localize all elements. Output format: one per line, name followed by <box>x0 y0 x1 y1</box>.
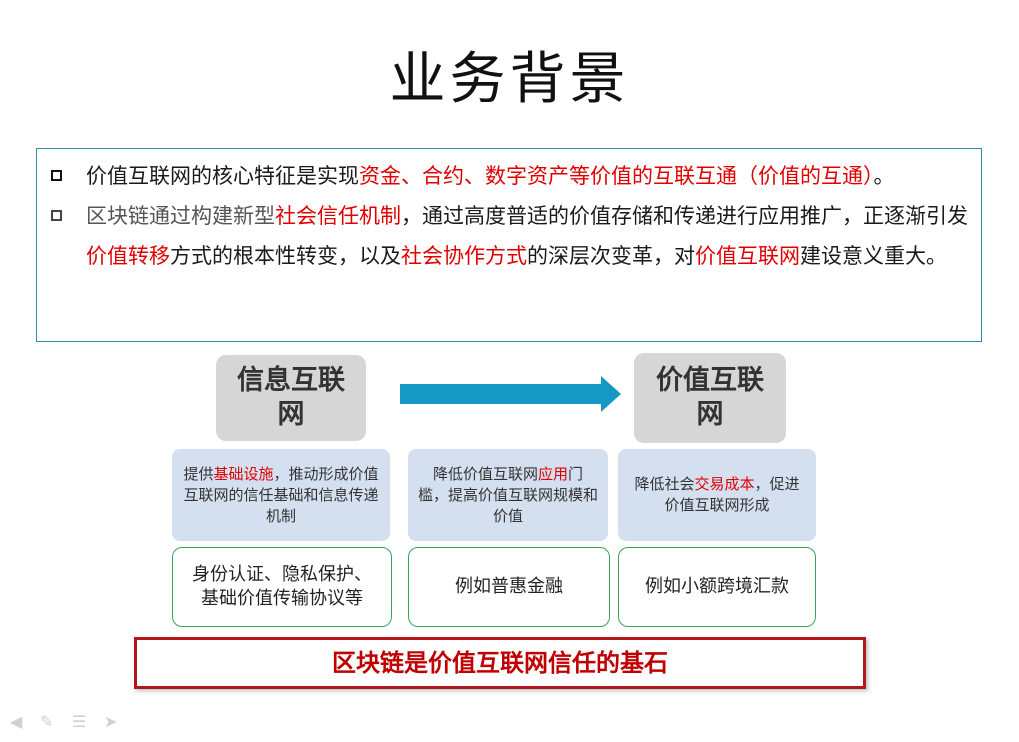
right-arrow-head-icon <box>601 376 621 412</box>
pen-icon[interactable]: ✎ <box>40 712 54 731</box>
desc-box-1: 提供基础设施，推动形成价值互联网的信任基础和信息传递机制 <box>172 449 390 541</box>
info-internet-line2: 网 <box>277 399 305 430</box>
example-box-1: 身份认证、隐私保护、 基础价值传输协议等 <box>172 547 392 627</box>
text-segment: 。 <box>873 164 895 188</box>
info-internet-line1: 信息互联 <box>237 365 345 396</box>
intro-textbox <box>36 148 982 342</box>
value-internet-box: 价值互联 网 <box>634 353 786 443</box>
menu-icon[interactable]: ☰ <box>72 712 87 731</box>
text-segment: ，推动形成价值互联网的信任基础和信息传递机制 <box>183 464 379 525</box>
text-segment: 社会信任机制 <box>275 204 401 228</box>
bullet-square-icon <box>51 170 62 181</box>
prev-slide-icon[interactable]: ◀ <box>10 712 23 731</box>
next-slide-icon[interactable]: ➤ <box>104 712 118 731</box>
example-1-line2: 基础价值传输协议等 <box>201 588 363 609</box>
bullet-1-text: 价值互联网的核心特征是实现资金、合约、数字资产等价值的互联互通（价值的互通）。 <box>86 156 976 196</box>
desc-box-2: 降低价值互联网应用门槛，提高价值互联网规模和价值 <box>408 449 608 541</box>
example-box-3: 例如小额跨境汇款 <box>618 547 816 627</box>
text-segment: 门槛，提高价值互联网规模和价值 <box>418 464 599 525</box>
text-segment: 价值互联网 <box>695 244 800 268</box>
text-segment: 的深层次变革，对 <box>527 244 695 268</box>
text-segment: 社会协作方式 <box>401 244 527 268</box>
example-box-2: 例如普惠金融 <box>408 547 610 627</box>
right-arrow-icon <box>400 384 602 404</box>
text-segment: 区块链通过构建新型 <box>86 204 275 228</box>
text-segment: 方式的根本性转变，以及 <box>170 244 401 268</box>
bullet-2-text: 区块链通过构建新型社会信任机制，通过高度普适的价值存储和传递进行应用推广，正逐渐… <box>86 196 976 276</box>
text-segment: 降低社会 <box>634 475 695 493</box>
value-internet-line2: 网 <box>696 399 724 430</box>
text-segment: ，通过高度普适的价值存储和传递进行应用推广，正逐渐引发 <box>401 204 968 228</box>
example-1-line1: 身份认证、隐私保护、 <box>192 564 372 585</box>
conclusion-banner: 区块链是价值互联网信任的基石 <box>134 637 866 689</box>
desc-text-2: 降低价值互联网应用门槛，提高价值互联网规模和价值 <box>418 464 598 527</box>
text-segment: 应用 <box>537 464 568 483</box>
text-segment: ，促进价值互联网形成 <box>664 475 800 514</box>
info-internet-box: 信息互联 网 <box>216 355 366 441</box>
text-segment: 建设意义重大。 <box>800 244 947 268</box>
desc-box-3: 降低社会交易成本，促进价值互联网形成 <box>618 449 816 541</box>
value-internet-line1: 价值互联 <box>656 365 764 396</box>
text-segment: 交易成本 <box>694 475 755 493</box>
example-2-text: 例如普惠金融 <box>455 576 563 597</box>
text-segment: 资金、合约、数字资产等价值的互联互通（价值的互通） <box>359 164 874 188</box>
example-3-text: 例如小额跨境汇款 <box>645 576 789 597</box>
text-segment: 降低价值互联网 <box>432 464 538 483</box>
bullet-square-icon <box>51 210 62 221</box>
desc-text-1: 提供基础设施，推动形成价值互联网的信任基础和信息传递机制 <box>182 464 380 527</box>
text-segment: 基础设施 <box>213 464 274 483</box>
text-segment: 价值互联网的核心特征是实现 <box>86 164 359 188</box>
text-segment: 价值转移 <box>86 244 170 268</box>
text-segment: 提供 <box>183 464 214 483</box>
page-title: 业务背景 <box>389 47 630 112</box>
desc-text-3: 降低社会交易成本，促进价值互联网形成 <box>628 474 806 516</box>
